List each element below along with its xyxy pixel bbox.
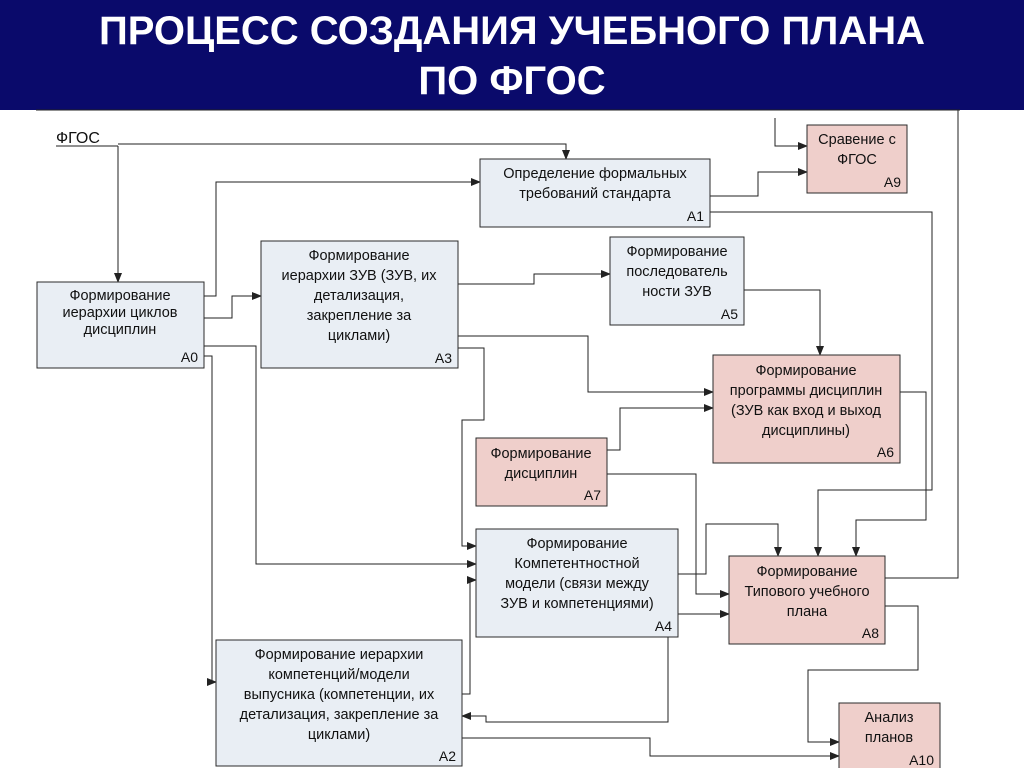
box-a3-line-4: закрепление за	[307, 308, 412, 324]
arrow-a7-a8	[607, 473, 730, 598]
arrow-a7-a6	[607, 404, 714, 451]
box-a2: Формирование иерархии компетенций/модели…	[215, 639, 463, 767]
box-a3-rect	[260, 240, 459, 369]
box-a2-line-2: компетенций/модели	[268, 667, 409, 683]
arrow-fgos-a1	[118, 143, 570, 160]
box-a2-line-4: детализация, закрепление за	[240, 707, 440, 723]
box-a6-line-2: программы дисциплин	[730, 383, 882, 399]
box-a1-line-2: требований стандарта	[519, 186, 671, 202]
arrow-fgos-a9	[774, 118, 808, 150]
slide-title-line-2: ПО ФГОС	[418, 59, 606, 103]
arrow-a1-a8	[710, 211, 933, 557]
box-a10-line-1: Анализ	[865, 710, 914, 726]
box-a4-rect	[475, 528, 679, 638]
box-a8-code: A8	[862, 625, 879, 641]
slide-title: ПРОЦЕСС СОЗДАНИЯ УЧЕБНОГО ПЛАНА ПО ФГОС	[0, 6, 1024, 106]
box-a2-code: A2	[439, 748, 456, 764]
arrow-a4-a8-top	[678, 523, 782, 575]
box-a2-line-3: выпусника (компетенции, их	[244, 687, 435, 703]
box-a6-line-4: дисциплины)	[762, 423, 850, 439]
box-a3-code: A3	[435, 350, 452, 366]
box-a9-rect	[806, 124, 908, 194]
box-a7: Формирование дисциплин A7	[475, 437, 608, 507]
box-a3-line-5: циклами)	[328, 328, 390, 344]
box-a6-code: A6	[877, 444, 894, 460]
box-a10-line-2: планов	[865, 730, 913, 746]
box-a1-rect	[479, 158, 711, 228]
box-a7-rect	[475, 437, 608, 507]
box-a6-line-1: Формирование	[755, 363, 856, 379]
box-a9-line-2: ФГОС	[837, 152, 877, 168]
box-a0: Формирование иерархии циклов дисциплин A…	[36, 281, 205, 369]
box-a0-code: A0	[181, 349, 198, 365]
box-a3-line-2: иерархии ЗУВ (ЗУВ, их	[282, 268, 438, 284]
arrow-a3-a6	[458, 335, 714, 396]
arrow-a3-a4	[458, 347, 485, 550]
box-a4-code: A4	[655, 618, 672, 634]
box-a5-line-1: Формирование	[626, 244, 727, 260]
fgos-input-label: ФГОС	[56, 130, 100, 147]
box-a8-line-3: плана	[787, 604, 828, 620]
box-a8: Формирование Типового учебного плана A8	[728, 555, 886, 645]
box-a4-line-4: ЗУВ и компетенциями)	[500, 596, 653, 612]
box-a9-code: A9	[884, 174, 901, 190]
box-a4-line-1: Формирование	[526, 536, 627, 552]
box-a6: Формирование программы дисциплин (ЗУВ ка…	[712, 354, 901, 464]
box-a2-line-1: Формирование иерархии	[255, 647, 424, 663]
box-a10-code: A10	[909, 752, 934, 768]
title-bar: ПРОЦЕСС СОЗДАНИЯ УЧЕБНОГО ПЛАНА ПО ФГОС	[0, 0, 1024, 110]
arrow-a0-a4	[204, 345, 477, 568]
line-a8-a9-feedback	[885, 110, 959, 579]
box-a10: Анализ планов A10	[838, 702, 941, 768]
box-a10-rect	[838, 702, 941, 768]
arrow-a1-a9	[710, 168, 808, 197]
arrow-a0-a1	[204, 178, 481, 297]
box-a8-line-2: Типового учебного	[744, 584, 869, 600]
box-a5-code: A5	[721, 306, 738, 322]
box-a0-line-3: дисциплин	[84, 322, 157, 338]
arrow-a2-a10	[462, 737, 840, 760]
box-a7-line-2: дисциплин	[505, 466, 578, 482]
box-a3-line-1: Формирование	[308, 248, 409, 264]
arrow-a8-a10	[807, 605, 919, 746]
connectors	[114, 110, 959, 760]
box-a5: Формирование последователь ности ЗУВ A5	[609, 236, 745, 326]
slide-title-line-1: ПРОЦЕСС СОЗДАНИЯ УЧЕБНОГО ПЛАНА	[98, 9, 925, 53]
arrow-a4-a10	[461, 637, 669, 723]
box-a5-rect	[609, 236, 745, 326]
arrow-a2-a4	[462, 576, 477, 695]
box-a1-line-1: Определение формальных	[503, 166, 687, 182]
box-a9-line-1: Сравение с	[818, 132, 896, 148]
box-a4-line-2: Компетентностной	[514, 556, 639, 572]
box-a3-line-3: детализация,	[314, 288, 404, 304]
arrow-a6-a8	[852, 391, 927, 557]
box-a2-rect	[215, 639, 463, 767]
box-a0-line-1: Формирование	[69, 288, 170, 304]
box-a4: Формирование Компетентностной модели (св…	[475, 528, 679, 638]
box-a8-line-1: Формирование	[756, 564, 857, 580]
arrow-a0-a2	[204, 355, 217, 686]
box-a4-line-3: модели (связи между	[505, 576, 650, 592]
box-a5-line-2: последователь	[626, 264, 727, 280]
box-a6-line-3: (ЗУВ как вход и выход	[731, 403, 882, 419]
arrow-a3-a5	[458, 270, 611, 285]
box-a7-line-1: Формирование	[490, 446, 591, 462]
box-a1-code: A1	[687, 208, 704, 224]
arrow-a5-a6	[744, 289, 824, 356]
arrow-a0-a3	[204, 292, 262, 319]
box-a6-rect	[712, 354, 901, 464]
box-a0-line-2: иерархии циклов	[63, 305, 178, 321]
box-a8-rect	[728, 555, 886, 645]
box-a1: Определение формальных требований станда…	[479, 158, 711, 228]
box-a5-line-3: ности ЗУВ	[642, 284, 712, 300]
box-a0-rect	[36, 281, 205, 369]
box-a7-code: A7	[584, 487, 601, 503]
box-a3: Формирование иерархии ЗУВ (ЗУВ, их детал…	[260, 240, 459, 369]
box-a2-line-5: циклами)	[308, 727, 370, 743]
box-a9: Сравение с ФГОС A9	[806, 124, 908, 194]
